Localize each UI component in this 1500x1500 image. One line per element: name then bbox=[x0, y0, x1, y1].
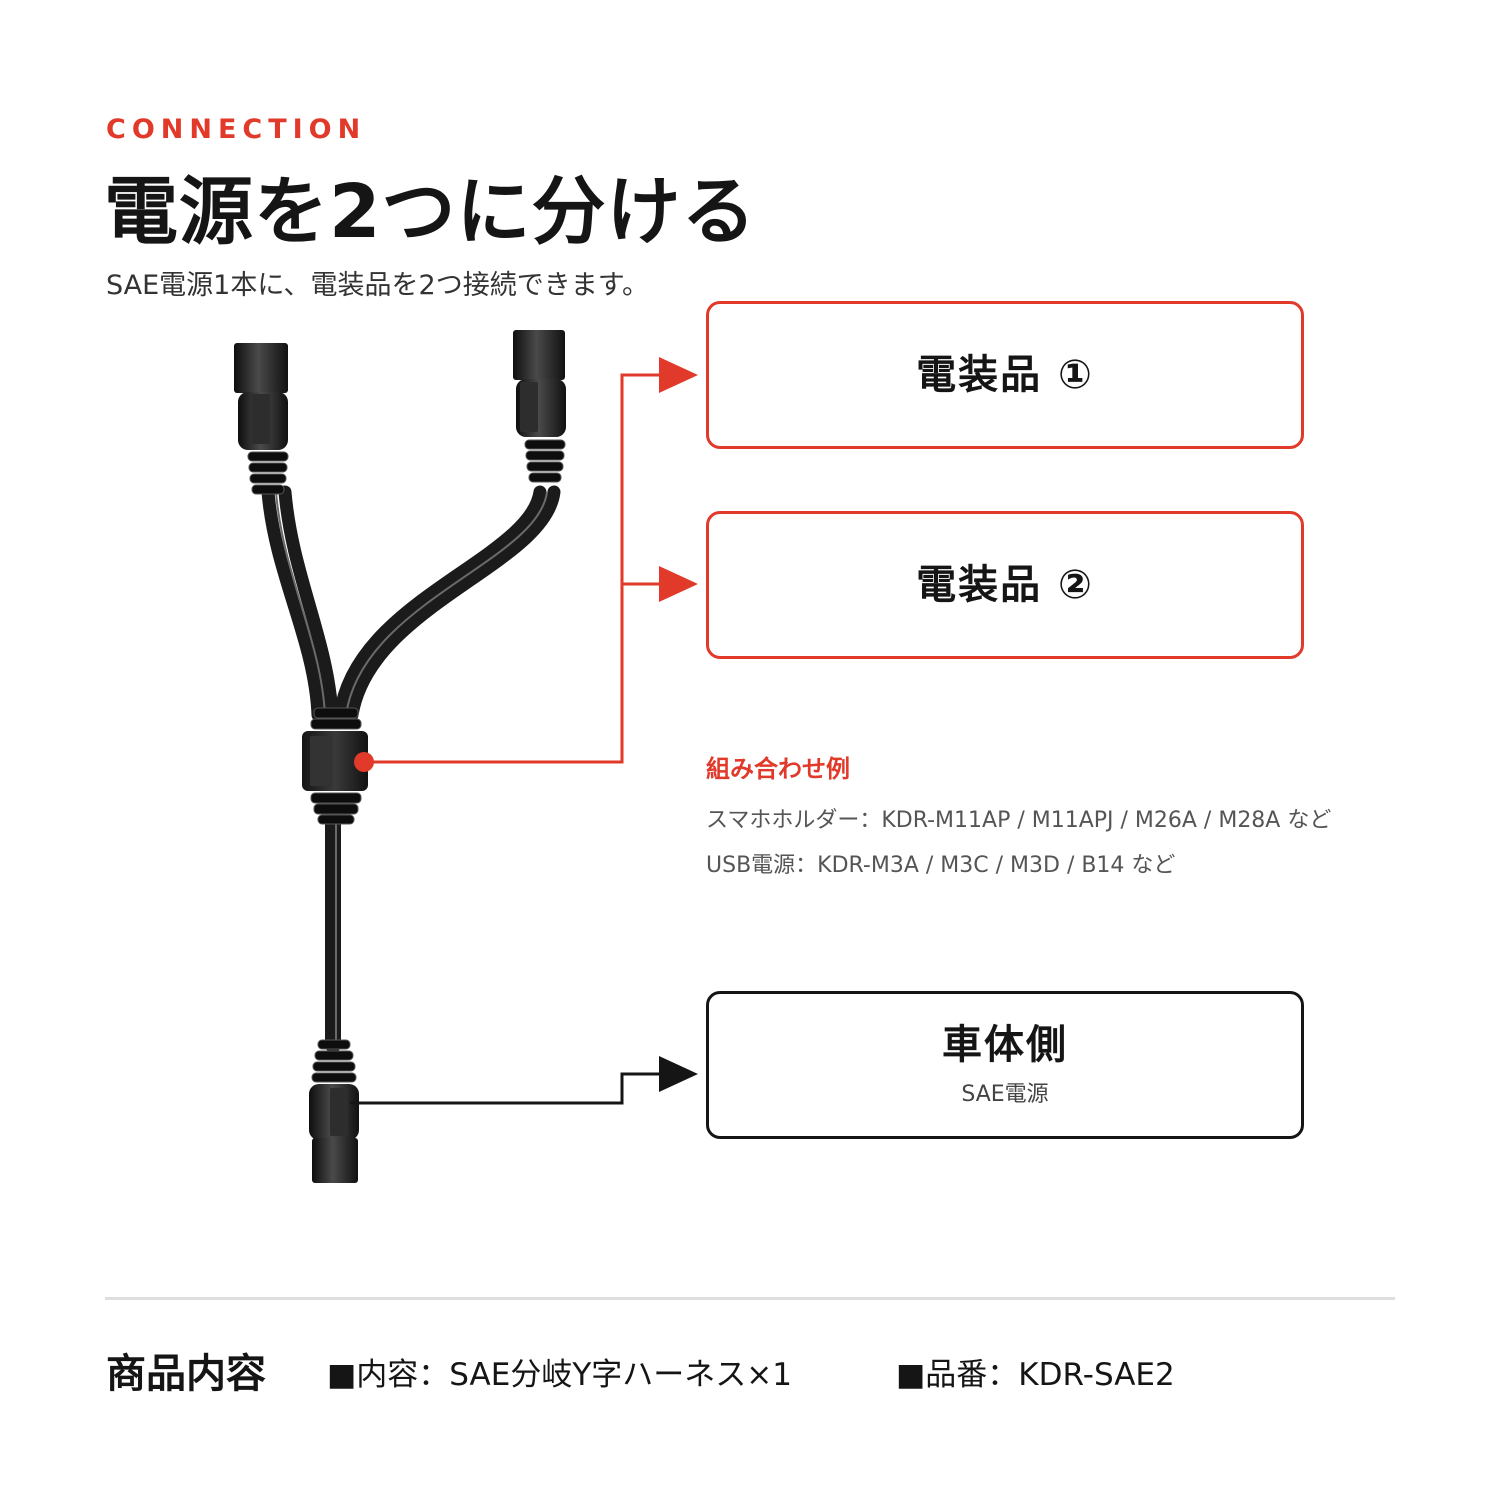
output-label-2: 電装品 ② bbox=[916, 562, 1094, 608]
example-line-2: USB電源：KDR-M3A / M3C / M3D / B14 など bbox=[706, 853, 1176, 878]
output-connector bbox=[354, 357, 698, 772]
footer-title: 商品内容 bbox=[106, 1351, 266, 1397]
y-junction bbox=[302, 707, 368, 825]
cable-branches bbox=[261, 485, 561, 1053]
plug-left-top bbox=[234, 343, 289, 495]
examples-title: 組み合わせ例 bbox=[706, 755, 850, 783]
page-title: 電源を2つに分ける bbox=[104, 169, 757, 255]
input-box: 車体側 SAE電源 bbox=[706, 991, 1304, 1139]
plug-bottom bbox=[309, 1039, 359, 1183]
input-sublabel: SAE電源 bbox=[961, 1082, 1049, 1107]
footer-divider bbox=[105, 1297, 1395, 1300]
y-harness-diagram bbox=[234, 330, 698, 1183]
output-box-1: 電装品 ① bbox=[706, 301, 1304, 449]
section-eyebrow: CONNECTION bbox=[106, 114, 367, 145]
input-connector bbox=[350, 1056, 698, 1105]
part-number: ■品番：KDR-SAE2 bbox=[896, 1357, 1175, 1393]
example-line-1: スマホホルダー：KDR-M11AP / M11APJ / M26A / M28A… bbox=[706, 808, 1332, 833]
page-subtitle: SAE電源1本に、電装品を2つ接続できます。 bbox=[106, 270, 650, 301]
output-label-1: 電装品 ① bbox=[916, 352, 1094, 398]
output-box-2: 電装品 ② bbox=[706, 511, 1304, 659]
package-contents: ■内容：SAE分岐Y字ハーネス×1 bbox=[327, 1357, 792, 1393]
plug-right-top bbox=[513, 330, 566, 483]
input-label: 車体側 bbox=[942, 1022, 1068, 1068]
